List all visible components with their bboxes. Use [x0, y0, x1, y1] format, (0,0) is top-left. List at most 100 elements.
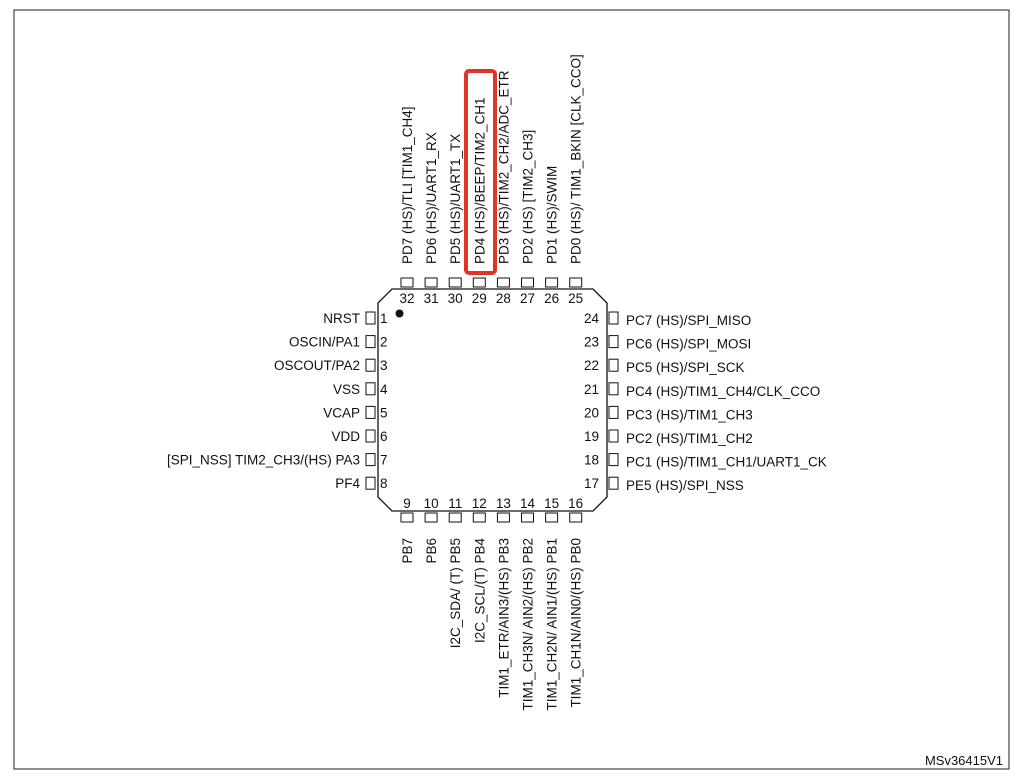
pin-20-pad	[608, 405, 619, 419]
pin-15-label: TIM1_CH2N/ AIN1/(HS) PB1	[545, 538, 560, 711]
pin-30-pad	[448, 277, 462, 288]
pin-17-label: PE5 (HS)/SPI_NSS	[626, 478, 744, 493]
pin-3-pad	[365, 358, 376, 372]
pin-2-label: OSCIN/PA1	[289, 335, 360, 350]
pin-10-label: PB6	[424, 538, 439, 564]
pin-7-label: [SPI_NSS] TIM2_CH3/(HS) PA3	[167, 453, 360, 468]
pin-26-pad	[545, 277, 559, 288]
pin-8-pad	[365, 476, 376, 490]
pin-15-pad	[545, 512, 559, 523]
pin-1-label: NRST	[323, 311, 360, 326]
pin-4-label: VSS	[333, 382, 360, 397]
pin-31-number: 31	[424, 291, 439, 306]
pin-16-number: 16	[568, 496, 583, 511]
pin-32-label: PD7 (HS)/TLI [TIM1_CH4]	[400, 106, 415, 264]
pin-2-pad	[365, 335, 376, 349]
pin-29-pad	[472, 277, 486, 288]
pin-9-label: PB7	[400, 538, 415, 564]
pin-6-label: VDD	[331, 429, 360, 444]
pin-32-pad	[400, 277, 414, 288]
pin-24-pad	[608, 311, 619, 325]
pin-13-number: 13	[496, 496, 511, 511]
pin-1-number: 1	[380, 311, 388, 326]
pin-24-label: PC7 (HS)/SPI_MISO	[626, 313, 751, 328]
pin-17-number: 17	[584, 476, 599, 491]
pin-3-label: OSCOUT/PA2	[274, 358, 360, 373]
pin-25-number: 25	[568, 291, 583, 306]
pin-30-label: PD5 (HS)/UART1_TX	[448, 134, 463, 264]
pin-27-label: PD2 (HS) [TIM2_CH3]	[521, 130, 536, 264]
pin-31-pad	[424, 277, 438, 288]
pin-24-number: 24	[584, 311, 600, 326]
pin-10-number: 10	[424, 496, 439, 511]
pin-11-pad	[448, 512, 462, 523]
chip-package-body	[377, 288, 608, 512]
pin-29-label: PD4 (HS)/BEEP/TIM2_CH1	[472, 97, 487, 264]
pin-3-number: 3	[380, 358, 388, 373]
pin-22-label: PC5 (HS)/SPI_SCK	[626, 360, 745, 375]
pin-22-number: 22	[584, 358, 599, 373]
pin-8-number: 8	[380, 476, 388, 491]
pin-5-number: 5	[380, 405, 388, 420]
pin-27-pad	[521, 277, 534, 288]
pin-30-number: 30	[448, 291, 463, 306]
pin-18-label: PC1 (HS)/TIM1_CH1/UART1_CK	[626, 455, 827, 470]
pin-12-pad	[472, 512, 486, 523]
pin-29-number: 29	[472, 291, 487, 306]
pin-21-pad	[608, 382, 619, 396]
pin-7-pad	[365, 453, 376, 467]
pin-2-number: 2	[380, 335, 388, 350]
pin-6-pad	[365, 429, 376, 443]
pin-12-number: 12	[472, 496, 487, 511]
pin-28-number: 28	[496, 291, 511, 306]
pin-18-number: 18	[584, 453, 599, 468]
pin-16-label: TIM1_CH1N/AIN0/(HS) PB0	[569, 538, 584, 708]
pin-10-pad	[424, 512, 438, 523]
pin-28-pad	[496, 277, 510, 288]
pin-15-number: 15	[544, 496, 559, 511]
pin-14-pad	[521, 512, 534, 523]
pin1-indicator-dot	[395, 309, 404, 318]
pin-9-number: 9	[403, 496, 411, 511]
pin-13-pad	[496, 512, 510, 523]
pin-18-pad	[608, 453, 619, 467]
pin-25-label: PD0 (HS)/ TIM1_BKIN [CLK_CCO]	[569, 54, 584, 264]
pin-5-label: VCAP	[323, 405, 360, 420]
pin-26-number: 26	[544, 291, 559, 306]
pin-23-label: PC6 (HS)/SPI_MOSI	[626, 337, 751, 352]
pin-4-pad	[365, 382, 376, 396]
pin-23-number: 23	[584, 335, 599, 350]
pin-14-number: 14	[520, 496, 536, 511]
pin-8-label: PF4	[335, 476, 360, 491]
pin-7-number: 7	[380, 453, 388, 468]
pin-22-pad	[608, 358, 619, 372]
pin-21-label: PC4 (HS)/TIM1_CH4/CLK_CCO	[626, 384, 820, 399]
pin-17-pad	[608, 476, 619, 490]
pin-29-highlight-box	[464, 69, 497, 275]
pin-19-number: 19	[584, 429, 599, 444]
pin-6-number: 6	[380, 429, 388, 444]
pin-12-label: I2C_SCL/(T) PB4	[472, 538, 487, 644]
pins-layer: 1 NRST 2 OSCIN/PA1 3 OSCOUT/PA2 4 VSS 5 VCAP 6 VDD 7…	[167, 54, 827, 710]
pin-28-label: PD3 (HS)/TIM2_CH2/ADC_ETR	[496, 70, 511, 264]
pin-1-pad	[365, 311, 376, 325]
pin-11-label: I2C_SDA/ (T) PB5	[448, 538, 463, 648]
pin-4-number: 4	[380, 382, 388, 397]
pin-23-pad	[608, 335, 619, 349]
pin-13-label: TIM1_ETR/AIN3/(HS) PB3	[496, 538, 511, 698]
pin-19-label: PC2 (HS)/TIM1_CH2	[626, 431, 753, 446]
pin-14-label: TIM1_CH3N/ AIN2/(HS) PB2	[521, 538, 536, 711]
pin-16-pad	[569, 512, 583, 523]
pin-25-pad	[569, 277, 583, 288]
pin-5-pad	[365, 405, 376, 419]
pin-27-number: 27	[520, 291, 535, 306]
pin-20-number: 20	[584, 405, 599, 420]
pin-32-number: 32	[399, 291, 414, 306]
pin-11-number: 11	[448, 496, 462, 511]
pin-20-label: PC3 (HS)/TIM1_CH3	[626, 407, 753, 422]
pin-21-number: 21	[584, 382, 599, 397]
pin-31-label: PD6 (HS)/UART1_RX	[424, 132, 439, 264]
pin-19-pad	[608, 429, 619, 443]
